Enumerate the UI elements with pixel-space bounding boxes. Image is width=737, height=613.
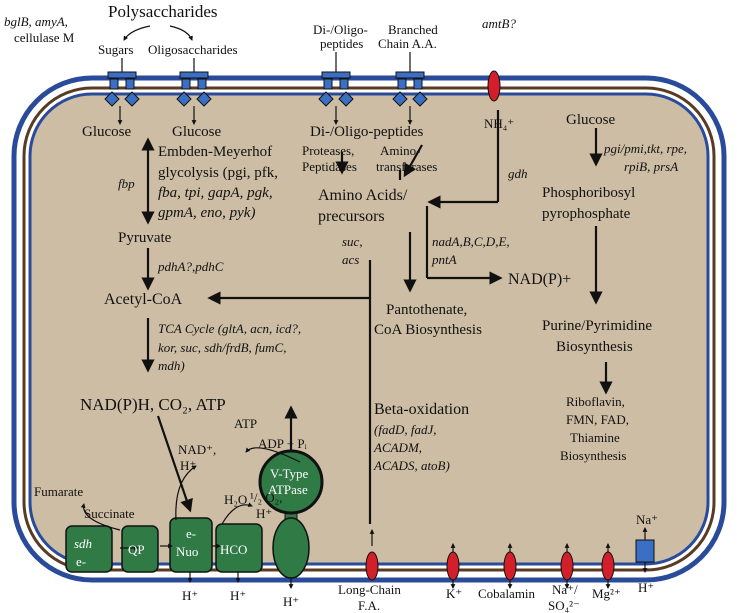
- nad-genes-1: nadA,B,C,D,E,: [432, 234, 510, 249]
- nad-genes-2: pntA: [431, 252, 457, 267]
- pdh-label: pdhA?,pdhC: [157, 259, 224, 274]
- nadp-plus-label: NAD(P)+: [508, 271, 571, 288]
- extracellular-enzymes-cont: cellulase M: [14, 30, 75, 45]
- acetyl-coa-label: Acetyl-CoA: [104, 291, 183, 308]
- purine-pyrimidine-label: Purine/Pyrimidine: [542, 318, 652, 334]
- hco-h-label: H⁺: [256, 506, 272, 521]
- na-top-label: Na⁺: [636, 512, 658, 527]
- atp-label: ATP: [234, 416, 257, 431]
- h2o-label: H₂O: [224, 492, 247, 507]
- aminotransferase-label: Amino-: [380, 143, 420, 158]
- beta-genes-3: ACADS, atoB): [373, 458, 450, 473]
- na-h-antiporter: [635, 539, 655, 563]
- k-label: K⁺: [446, 586, 462, 601]
- v-type-atpase: [258, 449, 324, 579]
- emp-label-1: Embden-Meyerhof: [158, 144, 272, 160]
- ppp-genes-1: pgi/pmi,tkt, rpe,: [603, 141, 687, 156]
- proteases-label: Proteases,: [302, 143, 354, 158]
- fumarate-label: Fumarate: [34, 484, 83, 499]
- di-oligo-peptides-label-2: peptides: [320, 36, 363, 51]
- mg-label: Mg²⁺: [592, 586, 621, 601]
- amino-acids-label: Amino Acids/: [318, 187, 408, 204]
- nuo-h-label: H⁺: [180, 458, 196, 473]
- nh4-label: NH₄⁺: [484, 116, 514, 131]
- beta-genes-1: (fadD, fadJ,: [374, 422, 436, 437]
- prpp-label-2: pyrophosphate: [542, 206, 631, 222]
- lcfa-label-1: Long-Chain: [338, 582, 401, 597]
- nad-plus-label: NAD⁺,: [178, 442, 216, 457]
- glucose-right: Glucose: [566, 112, 615, 128]
- branched-chain-label: Branched: [388, 22, 438, 37]
- prpp-label-1: Phosphoribosyl: [542, 185, 635, 201]
- di-oligo-peptides-label: Di-/Oligo-: [313, 22, 368, 37]
- cofactor-biosynthesis-label: Biosynthesis: [560, 448, 626, 463]
- emp-label-4: gpmA, eno, pyk): [158, 205, 255, 221]
- nuo-electron: e-: [186, 526, 196, 541]
- tca-label-3: mdh): [158, 358, 185, 373]
- sdh-label: sdh: [74, 536, 92, 551]
- fmn-fad-label: FMN, FAD,: [566, 412, 629, 427]
- oligosaccharides-label: Oligosaccharides: [148, 42, 238, 57]
- amtb-label: amtB?: [482, 16, 516, 31]
- adp-label: ADP + Pᵢ: [258, 436, 308, 451]
- h-out-hco: H⁺: [230, 588, 246, 603]
- precursors-label: precursors: [318, 208, 385, 225]
- branched-chain-label-2: Chain A.A.: [378, 36, 437, 51]
- abc-transporter-peptides: [318, 71, 354, 107]
- gdh-label: gdh: [508, 166, 528, 181]
- k-channel: [446, 551, 460, 581]
- glucose-mid: Glucose: [172, 124, 221, 140]
- qp-complex: [121, 525, 159, 573]
- sdh-electron: e-: [76, 554, 86, 569]
- na-so4-channel: [560, 551, 574, 581]
- nuo-label: Nuo: [176, 544, 198, 559]
- mg-channel: [601, 551, 615, 581]
- beta-genes-2: ACADM,: [373, 440, 422, 455]
- hco-label: HCO: [220, 542, 247, 557]
- glucose-left: Glucose: [82, 124, 131, 140]
- hco-complex: [215, 523, 263, 573]
- suc-label: suc,: [342, 234, 363, 249]
- aminotransferase-label-2: transferases: [376, 159, 437, 174]
- acs-label: acs: [342, 252, 359, 267]
- tca-label-2: kor, suc, sdh/frdB, fumC,: [158, 340, 286, 355]
- cobalamin-channel: [503, 551, 517, 581]
- sugars-label: Sugars: [98, 42, 133, 57]
- di-oligo-intracellular: Di-/Oligo-peptides: [310, 124, 423, 140]
- emp-label-3: fba, tpi, gapA, pgk,: [158, 185, 273, 201]
- abc-transporter-sugars: [104, 71, 140, 107]
- peptidases-label: Peptidases: [302, 159, 357, 174]
- riboflavin-label: Riboflavin,: [566, 394, 625, 409]
- ppp-genes-2: rpiB, prsA: [624, 159, 678, 174]
- pyruvate-label: Pyruvate: [118, 230, 172, 246]
- h-out-atpase: H⁺: [283, 594, 299, 609]
- pantothenate-label: Pantothenate,: [386, 302, 467, 318]
- extracellular-enzymes: bglB, amyA,: [4, 14, 68, 29]
- vtype-label-1: V-Type: [270, 466, 309, 481]
- o2-label: ¹/₂ O₂,: [250, 490, 282, 505]
- thiamine-label: Thiamine: [570, 430, 620, 445]
- fbp-label: fbp: [118, 176, 135, 191]
- biosynthesis-label: Biosynthesis: [556, 339, 633, 355]
- vtype-label-2: ATPase: [268, 482, 308, 497]
- h-out-nuo: H⁺: [182, 588, 198, 603]
- lcfa-label-2: F.A.: [358, 598, 380, 613]
- nadph-co2-atp: NAD(P)H, CO₂, ATP: [80, 395, 226, 414]
- na-label: Na⁺/: [552, 582, 578, 597]
- lcfa-channel: [365, 551, 379, 581]
- abc-transporter-branched-aa: [392, 71, 428, 107]
- emp-label-2: glycolysis (pgi, pfk,: [158, 165, 278, 181]
- beta-oxidation-label: Beta-oxidation: [374, 401, 469, 418]
- so4-label: SO₄²⁻: [548, 598, 580, 613]
- qp-label: QP: [128, 542, 145, 557]
- amtb-channel: [487, 70, 501, 102]
- cobalamin-label: Cobalamin: [478, 586, 536, 601]
- coa-biosynthesis-label: CoA Biosynthesis: [374, 322, 482, 338]
- tca-label-1: TCA Cycle (gltA, acn, icd?,: [158, 321, 301, 336]
- polysaccharides-label: Polysaccharides: [108, 2, 218, 21]
- h-bottom-label: H⁺: [638, 580, 654, 595]
- sdh-complex: [65, 525, 113, 573]
- succinate-label: Succinate: [84, 506, 135, 521]
